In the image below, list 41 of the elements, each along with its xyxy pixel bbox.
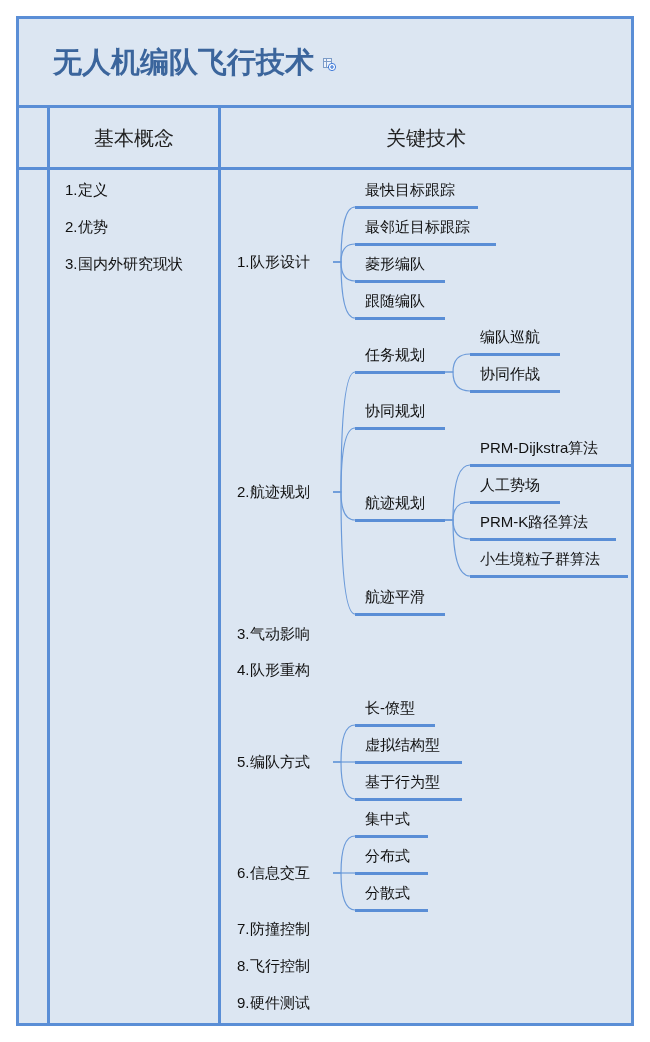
list-item: 1.定义	[65, 180, 108, 200]
branch-line	[332, 761, 356, 800]
subtopic: 长-僚型	[355, 695, 435, 727]
subtopic: 最邻近目标跟踪	[355, 214, 496, 246]
branch-line	[332, 872, 356, 911]
topic-text: 3.气动影响	[237, 624, 310, 644]
subtopic: PRM-Dijkstra算法	[470, 435, 631, 467]
subtopic: 菱形编队	[355, 251, 445, 283]
topic-text: 4.队形重构	[237, 660, 310, 680]
branch-line	[332, 261, 356, 319]
subtopic: PRM-K路径算法	[470, 509, 616, 541]
subtopic: 编队巡航	[470, 324, 560, 356]
subtopic: 虚拟结构型	[355, 732, 462, 764]
subtopic: 基于行为型	[355, 769, 462, 801]
branch-line	[444, 519, 471, 577]
subtopic: 任务规划	[355, 342, 445, 374]
subtopic: 航迹规划	[355, 490, 445, 522]
subtopic: 分布式	[355, 843, 428, 875]
column-header: 基本概念	[94, 125, 174, 150]
topic-text: 7.防撞控制	[237, 919, 310, 939]
subtopic: 航迹平滑	[355, 584, 445, 616]
branch-line	[332, 491, 356, 615]
topic-text: 9.硬件测试	[237, 993, 310, 1013]
branch-line	[444, 371, 471, 392]
topic-text: 1.队形设计	[237, 252, 333, 272]
subtopic: 最快目标跟踪	[355, 177, 478, 209]
subtopic: 协同作战	[470, 361, 560, 393]
subtopic: 跟随编队	[355, 288, 445, 320]
subtopic: 人工势场	[470, 472, 560, 504]
list-item: 3.国内外研究现状	[65, 254, 183, 274]
title: 无人机编队飞行技术	[53, 44, 314, 80]
topic-text: 6.信息交互	[237, 863, 333, 883]
topic-text: 8.飞行控制	[237, 956, 310, 976]
subtopic: 协同规划	[355, 398, 445, 430]
column-header: 关键技术	[386, 125, 466, 150]
topic-text: 2.航迹规划	[237, 482, 333, 502]
subtopic: 分散式	[355, 880, 428, 912]
subtopic: 集中式	[355, 806, 428, 838]
list-item: 2.优势	[65, 217, 108, 237]
topic-text: 5.编队方式	[237, 752, 333, 772]
subtopic: 小生境粒子群算法	[470, 546, 628, 578]
